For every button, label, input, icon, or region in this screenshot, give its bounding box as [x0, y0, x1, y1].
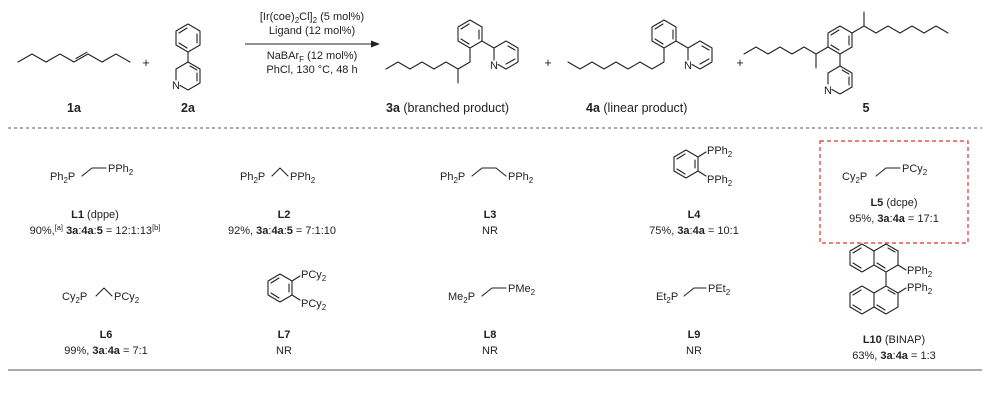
reaction-conditions: [Ir(coe)2Cl]2 (5 mol%) Ligand (12 mol%) … [245, 11, 380, 76]
ligand-L6-result: 99%, 3a:4a = 7:1 [64, 345, 148, 357]
svg-text:L3: L3 [484, 209, 497, 221]
ligand-L3: Ph2P PPh2 L3 [440, 167, 534, 221]
svg-text:PCy2: PCy2 [902, 163, 928, 177]
reactant-2a: N 2a [172, 23, 201, 115]
product-4a-label: 4a (linear product) [586, 101, 687, 115]
reactant-1a: 1a [17, 51, 131, 115]
ligand-L9: Et2P PEt2 L9 [656, 283, 731, 341]
ligand-text: Ligand (12 mol%) [269, 25, 355, 37]
ligand-L4-result: 75%, 3a:4a = 10:1 [649, 225, 739, 237]
svg-text:+: + [736, 56, 743, 70]
svg-text:L10 (BINAP): L10 (BINAP) [863, 334, 925, 346]
svg-text:PCy2: PCy2 [114, 291, 140, 305]
svg-text:PPh2: PPh2 [907, 282, 933, 296]
plus-sign: + [142, 56, 149, 70]
svg-text:L4: L4 [688, 209, 702, 221]
product-5: N 5 [743, 11, 949, 115]
svg-text:L8: L8 [484, 329, 497, 341]
svg-text:Me2P: Me2P [448, 291, 475, 305]
ligand-L8-result: NR [482, 345, 498, 357]
ligand-L1-result: 90%,[a] 3a:4a:5 = 12:1:13[b] [30, 223, 161, 237]
svg-text:L6: L6 [100, 329, 113, 341]
ligand-L10-result: 63%, 3a:4a = 1:3 [852, 350, 936, 362]
ligand-L10: PPh2 PPh2 L10 (BINAP) [849, 243, 933, 346]
product-5-label: 5 [863, 101, 870, 115]
svg-text:Cy2P: Cy2P [842, 171, 867, 185]
additive-text: NaBArF (12 mol%) [267, 50, 357, 64]
product-4a-n-atom: N [684, 60, 692, 72]
svg-text:L2: L2 [278, 209, 291, 221]
ligand-L7-result: NR [276, 345, 292, 357]
svg-text:Ph2P: Ph2P [50, 171, 75, 185]
product-3a-n-atom: N [490, 60, 498, 72]
ligand-L5: Cy2P PCy2 L5 (dcpe) [842, 163, 928, 209]
svg-text:Ph2P: Ph2P [240, 171, 265, 185]
svg-text:L5 (dcpe): L5 (dcpe) [870, 197, 917, 209]
catalyst-text: [Ir(coe)2Cl]2 (5 mol%) [260, 11, 364, 25]
svg-text:PCy2: PCy2 [301, 298, 327, 312]
solvent-text: PhCl, 130 °C, 48 h [266, 64, 357, 76]
ligand-L6: Cy2P PCy2 L6 [62, 287, 140, 341]
svg-text:L1 (dppe): L1 (dppe) [71, 209, 119, 221]
ligand-L3-result: NR [482, 225, 498, 237]
ligand-L4: PPh2 PPh2 L4 [673, 145, 733, 221]
svg-text:L7: L7 [278, 329, 291, 341]
svg-text:PPh2: PPh2 [907, 265, 933, 279]
svg-text:PCy2: PCy2 [301, 269, 327, 283]
svg-text:PPh2: PPh2 [707, 174, 733, 188]
pyridine-n-atom: N [172, 80, 180, 92]
svg-text:PPh2: PPh2 [508, 171, 534, 185]
svg-text:Ph2P: Ph2P [440, 171, 465, 185]
ligand-L5-result: 95%, 3a:4a = 17:1 [849, 213, 939, 225]
product-4a: N 4a (linear product) [567, 19, 713, 115]
product-3a: N 3a (branched product) [385, 19, 519, 115]
ligand-L8: Me2P PMe2 L8 [448, 283, 536, 341]
ligand-L2-result: 92%, 3a:4a:5 = 7:1:10 [228, 225, 336, 237]
product-5-n-atom: N [824, 85, 832, 97]
svg-text:L9: L9 [688, 329, 701, 341]
svg-text:PPh2: PPh2 [707, 145, 733, 159]
reactant-1a-label: 1a [67, 101, 82, 115]
svg-text:PMe2: PMe2 [508, 283, 536, 297]
ligand-L2: Ph2P PPh2 L2 [240, 167, 316, 221]
product-3a-label: 3a (branched product) [386, 101, 509, 115]
svg-text:Et2P: Et2P [656, 291, 678, 305]
reactant-2a-label: 2a [181, 101, 196, 115]
svg-text:Cy2P: Cy2P [62, 291, 87, 305]
svg-text:PPh2: PPh2 [290, 171, 316, 185]
ligand-L7: PCy2 PCy2 L7 [267, 269, 327, 341]
best-ligand-highlight-box [819, 140, 969, 244]
svg-text:PEt2: PEt2 [708, 283, 731, 297]
svg-text:PPh2: PPh2 [108, 163, 134, 177]
ligand-L1: Ph2P PPh2 L1 (dppe) [50, 163, 134, 221]
ligand-L9-result: NR [686, 345, 702, 357]
svg-text:+: + [544, 56, 551, 70]
